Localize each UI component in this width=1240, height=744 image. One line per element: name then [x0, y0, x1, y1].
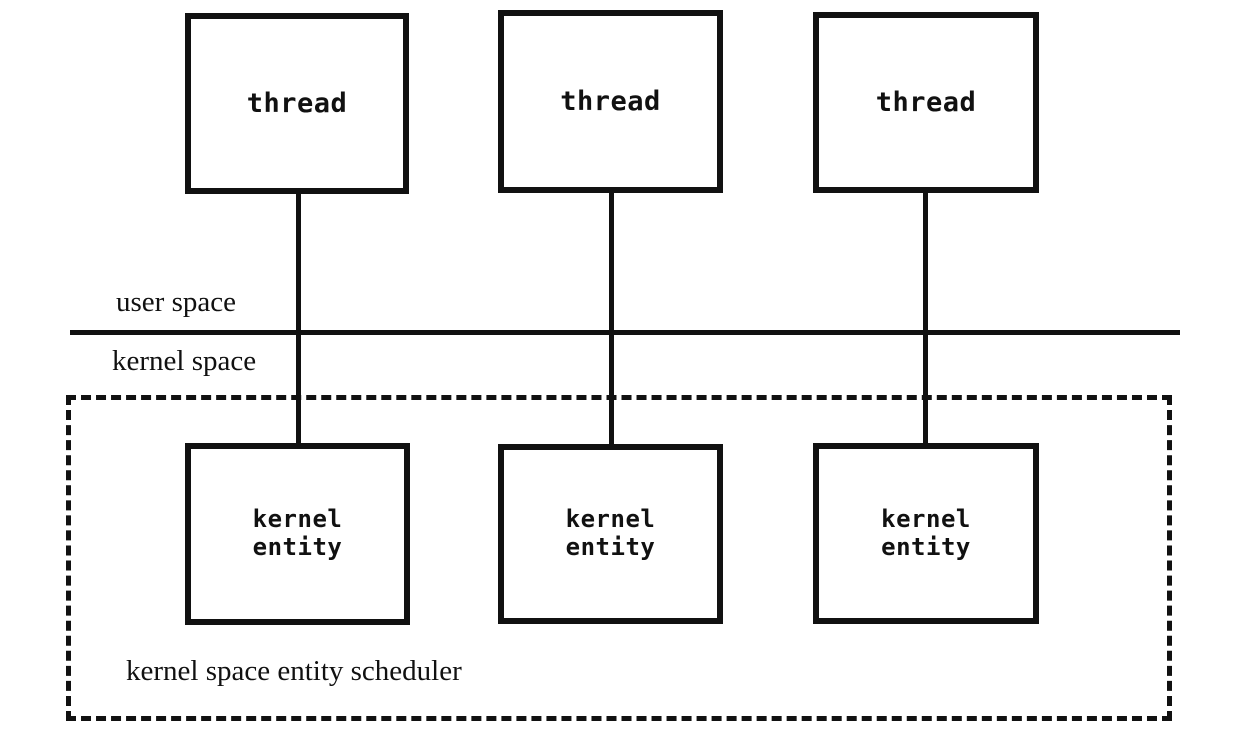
thread-box-2-label: thread: [560, 85, 661, 117]
kernel-entity-box-2[interactable]: kernel entity: [498, 444, 723, 624]
thread-box-1-label: thread: [246, 87, 348, 119]
connector-thread-2-to-kernel-entity-2: [609, 188, 614, 450]
kernel-entity-box-1-label: kernel entity: [252, 505, 343, 561]
connector-thread-3-to-kernel-entity-3: [923, 188, 928, 450]
kernel-space-entity-scheduler-region: [66, 395, 1172, 721]
connector-thread-1-to-kernel-entity-1: [296, 188, 301, 450]
thread-box-1[interactable]: thread: [185, 13, 409, 194]
thread-box-2[interactable]: thread: [498, 10, 723, 193]
user-space-label: user space: [116, 286, 236, 318]
user-kernel-space-divider: [70, 330, 1180, 335]
thread-box-3-label: thread: [875, 86, 977, 118]
kernel-space-label: kernel space: [112, 345, 257, 377]
kernel-entity-box-2-label: kernel entity: [565, 505, 656, 561]
kernel-entity-box-1[interactable]: kernel entity: [185, 443, 410, 625]
thread-box-3[interactable]: thread: [813, 12, 1039, 193]
kernel-space-entity-scheduler-label: kernel space entity scheduler: [126, 655, 462, 687]
kernel-entity-box-3[interactable]: kernel entity: [813, 443, 1039, 624]
kernel-entity-box-3-label: kernel entity: [881, 504, 971, 561]
